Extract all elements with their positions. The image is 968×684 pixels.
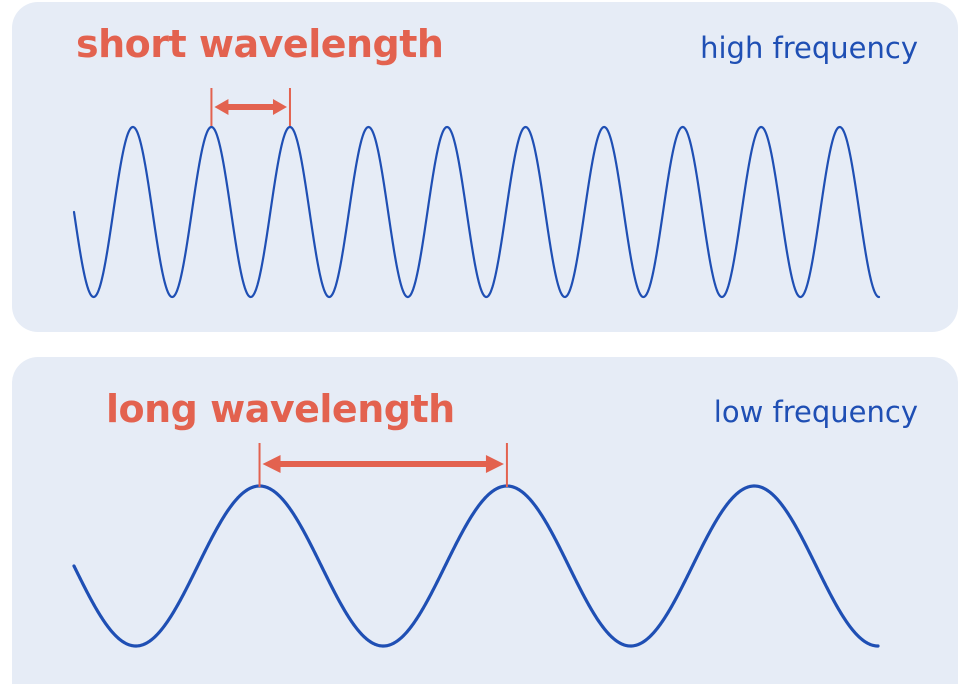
arrowhead-left-icon xyxy=(262,455,281,473)
low-frequency-panel: long wavelength low frequency xyxy=(12,357,958,684)
low-frequency-wavelength-marker xyxy=(258,443,508,487)
low-frequency-label: low frequency xyxy=(713,395,918,429)
high-frequency-wave-diagram xyxy=(72,88,881,299)
short-wavelength-label: short wavelength xyxy=(76,22,444,66)
high-frequency-label: high frequency xyxy=(700,31,918,65)
high-frequency-panel: short wavelength high frequency xyxy=(12,2,958,332)
arrowhead-right-icon xyxy=(272,99,287,115)
arrowhead-left-icon xyxy=(214,99,229,115)
high-frequency-wave xyxy=(72,125,881,299)
low-frequency-wave-diagram xyxy=(72,443,880,648)
long-wavelength-label: long wavelength xyxy=(106,387,455,431)
low-frequency-wave xyxy=(72,484,880,648)
arrowhead-right-icon xyxy=(485,455,504,473)
high-frequency-wavelength-marker xyxy=(210,88,291,126)
